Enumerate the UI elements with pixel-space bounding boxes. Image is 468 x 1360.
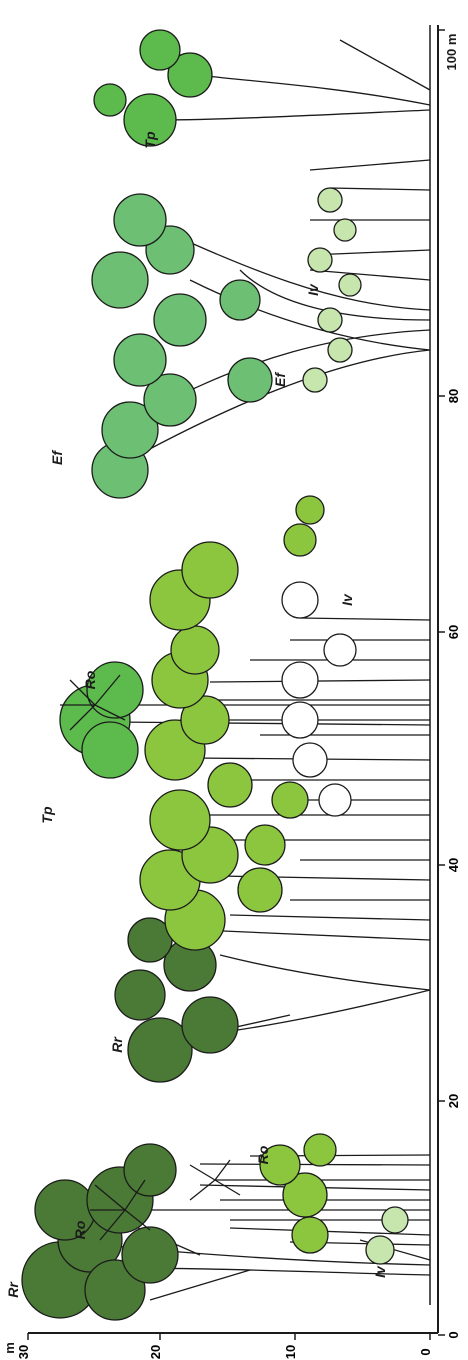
height-tick-label: 0 <box>418 1348 433 1355</box>
tp-right-crown <box>94 30 212 146</box>
rr-left-crown <box>22 1144 178 1320</box>
species-label-tp: Tp <box>39 806 55 824</box>
left-pale-crowns <box>366 1207 408 1264</box>
species-label-ro: Ro <box>82 670 98 689</box>
distance-tick-label: 80 <box>446 389 461 403</box>
height-tick-label: 20 <box>148 1345 163 1359</box>
distance-tick-label: 60 <box>446 625 461 639</box>
species-label-ef: Ef <box>272 372 288 387</box>
species-label-rr: Rr <box>109 1036 125 1053</box>
left-understory-crowns <box>260 1134 336 1253</box>
species-label-iv: Iv <box>305 283 321 296</box>
species-label-ro: Ro <box>72 1220 88 1239</box>
distance-tick-label: 0 <box>446 1331 461 1338</box>
species-label-tp: Tp <box>142 131 158 149</box>
species-label-ro: Ro <box>255 1145 271 1164</box>
height-tick-label: 10 <box>283 1345 298 1359</box>
white-crowns <box>282 582 356 816</box>
species-label-iv: Iv <box>372 1265 388 1278</box>
crowns <box>22 30 408 1320</box>
ef-crowns <box>92 194 272 498</box>
distance-tick-label: 20 <box>446 1094 461 1108</box>
height-tick-label: 30 <box>16 1345 31 1359</box>
height-ticks: 0 10 20 30 <box>16 1333 433 1359</box>
species-label-ef: Ef <box>49 450 65 465</box>
distance-unit-label: 100 m <box>444 34 459 71</box>
tp-center-crown <box>60 662 143 778</box>
species-label-rr: Rr <box>5 1281 21 1298</box>
height-unit-label: m <box>2 1342 17 1354</box>
distance-ticks: 0 20 40 60 80 <box>438 30 461 1339</box>
species-label-iv: Iv <box>339 593 355 606</box>
distance-tick-label: 40 <box>446 858 461 872</box>
